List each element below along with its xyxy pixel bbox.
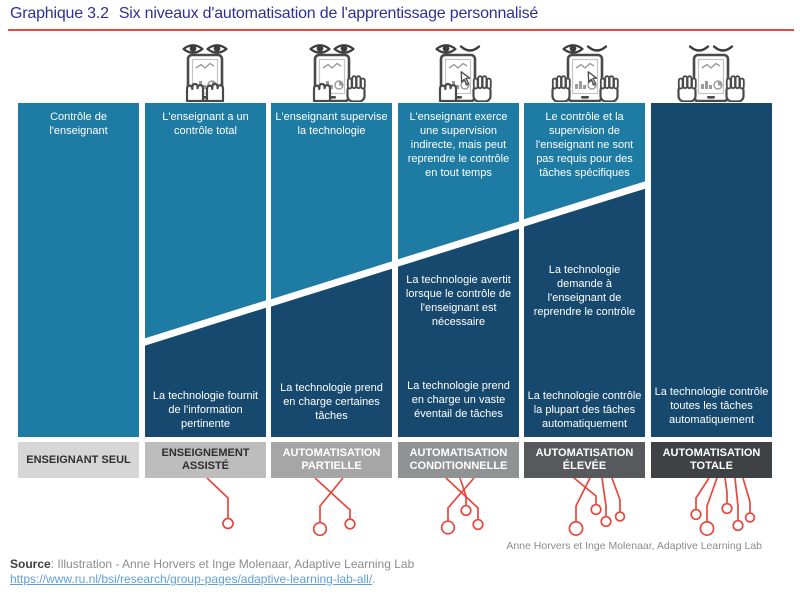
source-text: : Illustration - Anne Horvers et Inge Mo… (50, 557, 415, 571)
teacher-text: L'enseignant supervise la technologie (275, 111, 388, 138)
source-url-period: . (372, 572, 376, 586)
control-split-area (145, 103, 266, 437)
level-label-automatisation-partielle: AUTOMATISATION PARTIELLE (271, 442, 392, 478)
teacher-text: Contrôle de l'enseignant (49, 111, 108, 138)
source-line: Source: Illustration - Anne Horvers et I… (10, 557, 414, 571)
teacher-text: L'enseignant a un contrôle total (162, 111, 249, 138)
circuit-wires-icon (568, 478, 626, 536)
figure-title-text: Six niveaux d'automatisation de l'appren… (118, 5, 539, 22)
one-eye-closed-one-hand-raised-cursor-tablet-icon (435, 44, 492, 102)
column-automatisation-conditionnelle: L'enseignant exerce une supervision indi… (398, 103, 519, 437)
technology-control-area (651, 103, 772, 437)
control-split-area (524, 103, 645, 437)
level-label-automatisation-totale: AUTOMATISATION TOTALE (651, 442, 772, 478)
circuit-wires-icon (690, 478, 756, 536)
source-label: Source (10, 557, 51, 571)
both-eyes-open-one-hand-raised-tablet-icon (309, 44, 366, 102)
technology-text: La technologie fournit de l'information … (152, 389, 259, 430)
teacher-text: Le contrôle et la supervision de l'ensei… (535, 111, 634, 180)
column-automatisation-totale: La technologie contrôle toutes les tâche… (651, 103, 772, 437)
attribution-text: Anne Horvers et Inge Molenaar, Adaptive … (506, 540, 762, 552)
control-split-area (398, 103, 519, 437)
column-enseignement-assiste: L'enseignant a un contrôle total La tech… (145, 103, 266, 437)
technology-text: La technologie contrôle toutes les tâche… (654, 385, 769, 426)
column-automatisation-partielle: L'enseignant supervise la technologie La… (271, 103, 392, 437)
technology-alert-text: La technologie avertit lorsque le contrô… (405, 274, 512, 329)
circuit-wires-icon (312, 478, 356, 536)
control-split-area (271, 103, 392, 437)
technology-text: La technologie prend en charge un vaste … (407, 379, 510, 420)
technology-text: La technologie prend en charge certaines… (280, 381, 383, 422)
column-automatisation-elevee: Le contrôle et la supervision de l'ensei… (524, 103, 645, 437)
technology-alert-text: La technologie demande à l'enseignant de… (533, 264, 636, 319)
technology-text: La technologie contrôle la plupart des t… (527, 389, 642, 430)
source-url-line: https://www.ru.nl/bsi/research/group-pag… (10, 572, 376, 586)
figure-number: Graphique 3.2 (10, 5, 109, 22)
level-label-automatisation-conditionnelle: AUTOMATISATION CONDITIONNELLE (398, 442, 519, 478)
source-link[interactable]: https://www.ru.nl/bsi/research/group-pag… (10, 572, 373, 586)
level-label-enseignement-assiste: ENSEIGNEMENT ASSISTÉ (145, 442, 266, 478)
title-underline (8, 29, 794, 31)
level-label-enseignant-seul: ENSEIGNANT SEUL (18, 442, 139, 478)
figure-title: Graphique 3.2 Six niveaux d'automatisatio… (10, 5, 538, 23)
teacher-text: L'enseignant exerce une supervision indi… (407, 111, 510, 180)
both-eyes-closed-hands-off-tablet-icon (677, 45, 745, 102)
circuit-wires-icon (440, 478, 484, 535)
teacher-control-area (18, 103, 139, 437)
level-label-automatisation-elevee: AUTOMATISATION ÉLEVÉE (524, 442, 645, 478)
both-eyes-open-hands-holding-tablet-icon (182, 44, 228, 102)
column-enseignant-seul: Contrôle de l'enseignant (18, 103, 139, 437)
one-eye-closed-hands-off-cursor-tablet-icon (551, 44, 619, 102)
circuit-wires-icon (206, 478, 234, 530)
